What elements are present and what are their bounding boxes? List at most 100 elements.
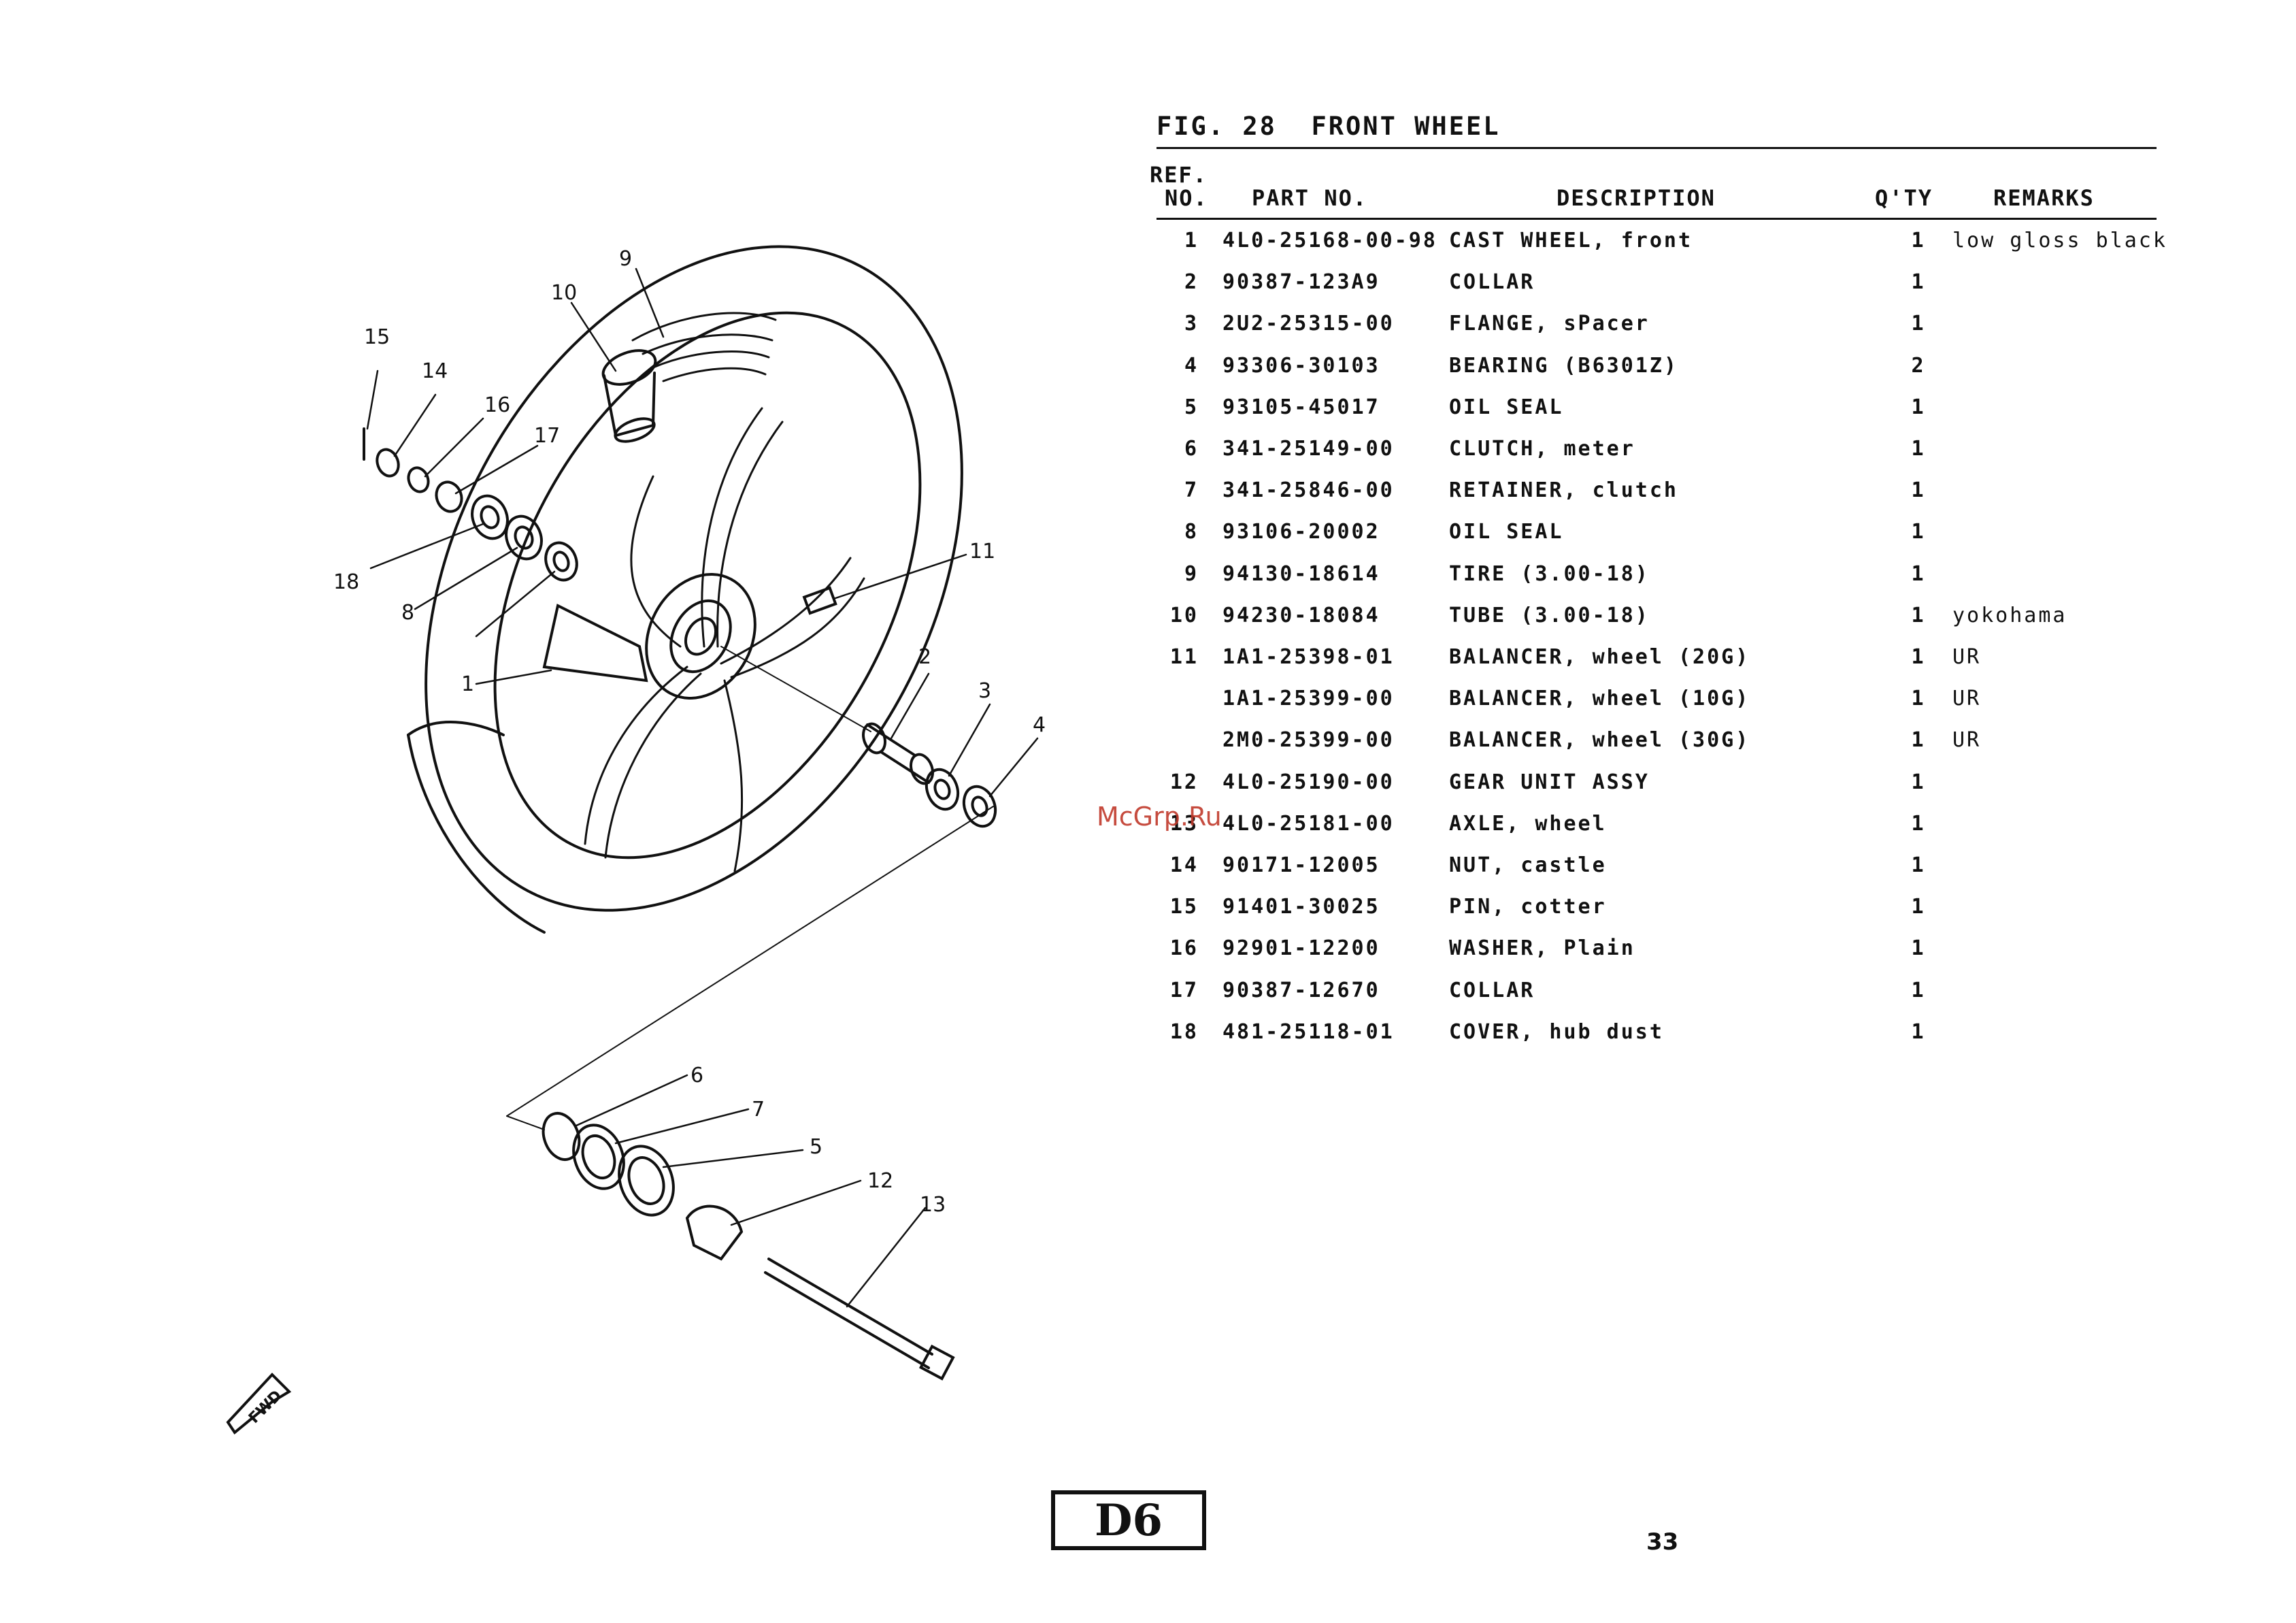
leader-lines [366, 267, 1039, 1308]
part-no-cell: 2U2-25315-00 [1222, 312, 1395, 336]
header-part-no: PART NO. [1252, 185, 1368, 211]
ref-no-cell: 16 [1169, 936, 1199, 961]
part-no-cell: 341-25149-00 [1222, 437, 1395, 461]
bearing-right [962, 785, 997, 828]
fwd-arrow-icon [226, 1373, 292, 1435]
description-cell: BEARING (B6301Z) [1449, 353, 1678, 378]
part-no-cell: 481-25118-01 [1222, 1019, 1395, 1044]
description-cell: COLLAR [1449, 270, 1535, 295]
part-no-cell: 90387-123A9 [1222, 270, 1380, 295]
description-cell: TIRE (3.00-18) [1449, 561, 1650, 586]
table-row: 2 90387-123A9 COLLAR 1 [0, 270, 2296, 308]
qty-cell: 1 [1911, 770, 1926, 794]
callout-11: 11 [969, 540, 995, 563]
exploded-view-diagram: 1 2 3 4 5 6 7 8 9 10 11 12 13 14 15 16 1… [226, 245, 1046, 1435]
description-cell: WASHER, Plain [1449, 936, 1635, 961]
header-qty: Q'TY [1875, 185, 1933, 211]
qty-cell: 1 [1911, 520, 1926, 544]
qty-cell: 1 [1911, 270, 1926, 295]
description-cell: TUBE (3.00-18) [1449, 603, 1650, 627]
part-no-cell: 1A1-25399-00 [1222, 687, 1395, 711]
qty-cell: 1 [1911, 229, 1926, 252]
callout-10: 10 [551, 281, 577, 305]
remarks-cell: low gloss black [1952, 229, 2167, 252]
title-rule [1157, 147, 2157, 149]
description-cell: AXLE, wheel [1449, 811, 1607, 836]
part-no-cell: 90387-12670 [1222, 978, 1380, 1002]
ref-no-cell: 10 [1169, 603, 1199, 627]
figure-title: FIG. 28 FRONT WHEEL [1157, 112, 1501, 141]
description-cell: BALANCER, wheel (10G) [1449, 687, 1750, 711]
qty-cell: 1 [1911, 395, 1926, 419]
ref-no-cell: 2 [1184, 270, 1199, 295]
ref-no-cell: 12 [1169, 770, 1199, 794]
qty-cell: 1 [1911, 437, 1926, 461]
part-no-cell: 2M0-25399-00 [1222, 728, 1395, 753]
callout-3: 3 [978, 679, 991, 703]
header-remarks: REMARKS [1993, 185, 2095, 211]
remarks-cell: UR [1952, 645, 1982, 669]
callout-1: 1 [461, 672, 474, 696]
header-rule [1157, 218, 2157, 220]
part-no-cell: 92901-12200 [1222, 936, 1380, 961]
qty-cell: 1 [1911, 853, 1926, 877]
part-no-cell: 91401-30025 [1222, 895, 1380, 919]
flange-spacer [925, 768, 960, 811]
wheel-spokes [584, 407, 865, 872]
callout-18: 18 [333, 570, 359, 594]
description-cell: OIL SEAL [1449, 520, 1564, 544]
qty-cell: 1 [1911, 603, 1926, 627]
callout-2: 2 [918, 645, 931, 669]
remarks-cell: UR [1952, 728, 1982, 753]
description-cell: GEAR UNIT ASSY [1449, 770, 1650, 794]
callout-15: 15 [364, 325, 390, 349]
qty-cell: 1 [1911, 895, 1926, 919]
ref-no-cell: 7 [1184, 478, 1199, 503]
description-cell: OIL SEAL [1449, 395, 1564, 419]
description-cell: CAST WHEEL, front [1449, 229, 1693, 252]
description-cell: COLLAR [1449, 978, 1535, 1002]
qty-cell: 1 [1911, 478, 1926, 503]
qty-cell: 2 [1911, 353, 1926, 378]
qty-cell: 1 [1911, 312, 1926, 336]
axle-centerline [720, 646, 871, 732]
remarks-cell: yokohama [1952, 603, 2067, 627]
ref-no-cell: 1 [1184, 229, 1199, 252]
callout-5: 5 [810, 1135, 822, 1159]
part-no-cell: 4L0-25181-00 [1222, 811, 1395, 836]
left-side-parts [363, 427, 578, 582]
tube-stem [601, 349, 657, 443]
header-ref-line2: NO. [1165, 185, 1208, 211]
ref-no-cell: 13 [1169, 811, 1199, 836]
part-no-cell: 4L0-25168-00-98 [1222, 229, 1437, 252]
callout-14: 14 [422, 359, 448, 383]
callout-4: 4 [1033, 713, 1046, 737]
description-cell: BALANCER, wheel (20G) [1449, 645, 1750, 669]
table-row: 1 4L0-25168-00-98 CAST WHEEL, front 1 low gl… [0, 229, 2296, 267]
ref-no-cell: 15 [1169, 895, 1199, 919]
description-cell: COVER, hub dust [1449, 1019, 1664, 1044]
callout-9: 9 [619, 247, 632, 271]
part-no-cell: 93306-30103 [1222, 353, 1380, 378]
balancer-weight [802, 586, 837, 615]
qty-cell: 1 [1911, 1019, 1926, 1044]
fwd-label: FWD [246, 1388, 285, 1427]
part-no-cell: 93105-45017 [1222, 395, 1380, 419]
ref-no-cell: 4 [1184, 353, 1199, 378]
description-cell: CLUTCH, meter [1449, 437, 1635, 461]
section-code-box: D6 [1051, 1490, 1206, 1550]
collar-part [862, 722, 934, 785]
qty-cell: 1 [1911, 687, 1926, 711]
